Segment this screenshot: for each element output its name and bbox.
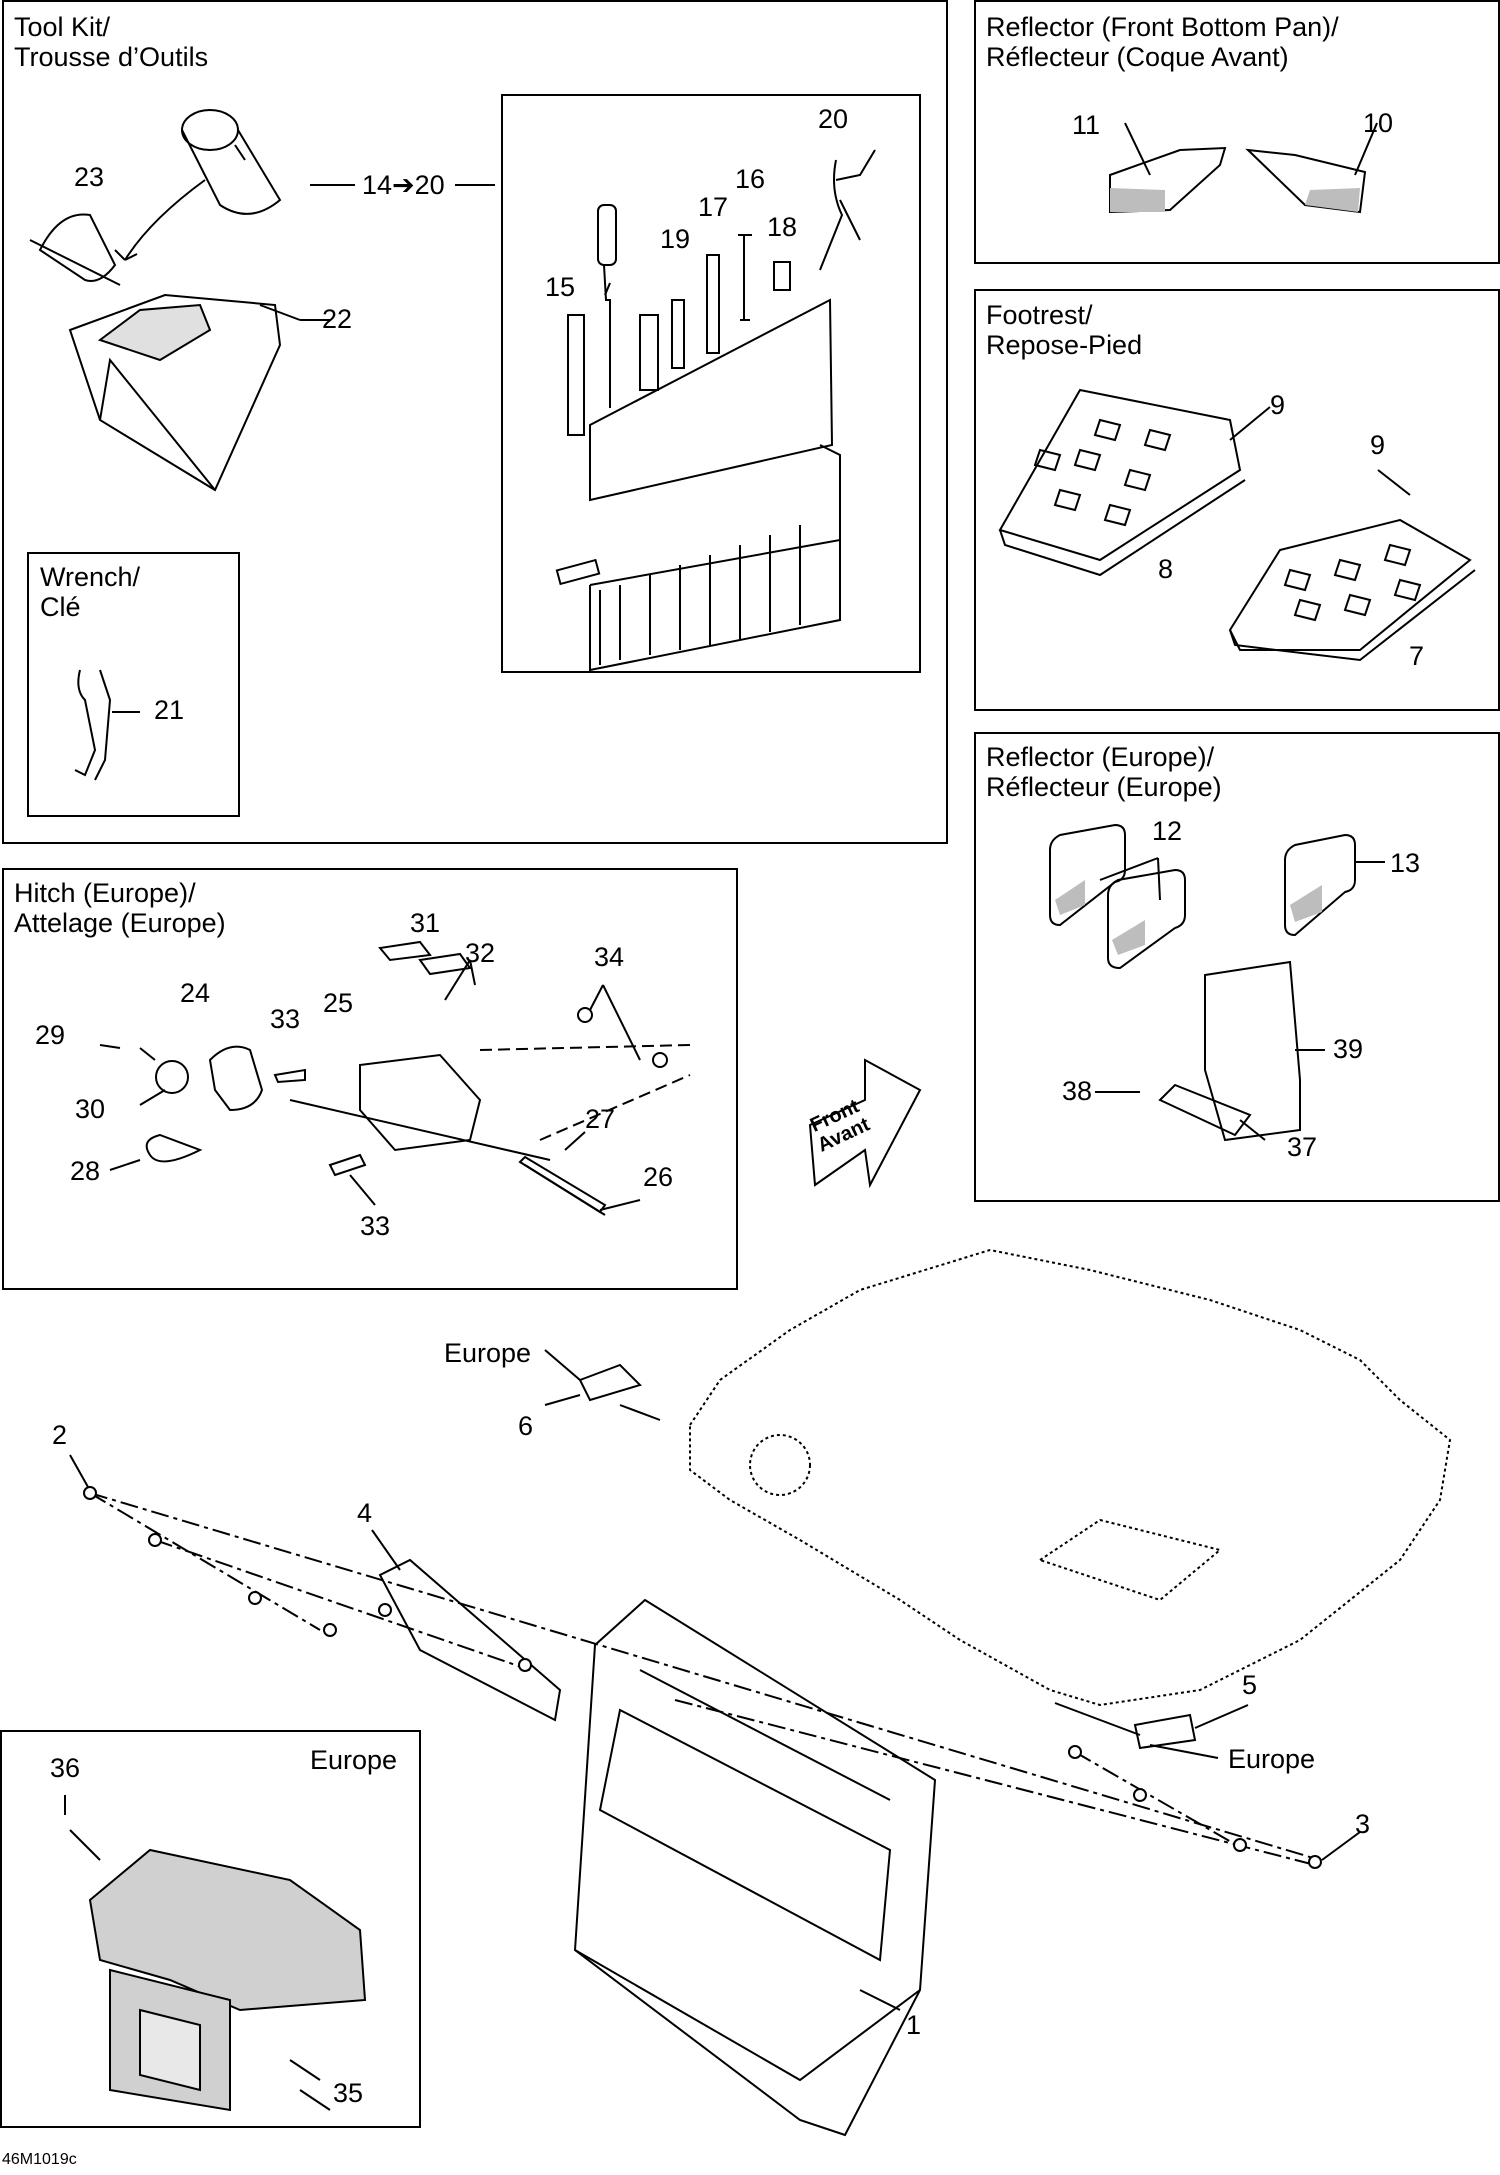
- callout-14-20: 14➔20: [362, 170, 445, 200]
- callout-21: 21: [154, 695, 185, 725]
- title-line-en: Footrest/: [986, 300, 1093, 330]
- callout-3: 3: [1355, 1809, 1371, 1839]
- reflector-front-title: Reflector (Front Bottom Pan)/Réflecteur …: [986, 12, 1339, 72]
- callout-22: 22: [322, 304, 353, 334]
- callout-30: 30: [75, 1094, 106, 1124]
- title-line-fr: Clé: [40, 592, 81, 622]
- title-line-en: Wrench/: [40, 562, 141, 592]
- callout-8: 8: [1158, 554, 1174, 584]
- callout-16: 16: [735, 164, 766, 194]
- callout-39: 39: [1333, 1034, 1364, 1064]
- callout-33a: 33: [270, 1004, 301, 1034]
- callout-15: 15: [545, 272, 576, 302]
- callout-32: 32: [465, 938, 496, 968]
- title-line-fr: Réflecteur (Coque Avant): [986, 42, 1289, 72]
- europe-tag-5-drawing: [1133, 1713, 1197, 1750]
- rivets: [83, 1486, 1322, 1869]
- callout-7: 7: [1409, 641, 1425, 671]
- reflector-10-drawing: [1245, 148, 1367, 214]
- callout-19: 19: [660, 224, 691, 254]
- callout-33b: 33: [360, 1211, 391, 1241]
- callout-12: 12: [1152, 816, 1183, 846]
- title-line-en: Tool Kit/: [14, 12, 111, 42]
- wrench-drawing: [74, 669, 112, 781]
- callout-37: 37: [1287, 1132, 1318, 1162]
- callout-4: 4: [357, 1498, 373, 1528]
- title-line-fr: Réflecteur (Europe): [986, 772, 1222, 802]
- callout-11: 11: [1072, 110, 1101, 140]
- europe-inset-drawing: [88, 1848, 367, 2112]
- plate-39-drawing: [1204, 960, 1301, 1142]
- reflector-europe-box: [974, 732, 1500, 1202]
- rivet-lines: [89, 1492, 1321, 1866]
- callout-9b: 9: [1370, 430, 1386, 460]
- front-arrow-drawing: [808, 1058, 922, 1189]
- callout-35: 35: [333, 2078, 364, 2108]
- reflector-12a-drawing: [1049, 823, 1126, 927]
- callout-9a: 9: [1270, 390, 1286, 420]
- callout-34: 34: [594, 942, 625, 972]
- wrench-title: Wrench/Clé: [40, 562, 140, 622]
- wrench-box: [27, 552, 240, 817]
- europe-label-6: Europe: [444, 1338, 532, 1368]
- tools-drawing: [567, 149, 876, 436]
- callout-17: 17: [698, 192, 729, 222]
- europe-label-5: Europe: [1228, 1744, 1316, 1774]
- title-line-en: Reflector (Europe)/: [986, 742, 1215, 772]
- tool-kit-title: Tool Kit/Trousse d’Outils: [14, 12, 208, 72]
- footrest-title: Footrest/Repose-Pied: [986, 300, 1142, 360]
- callout-13: 13: [1390, 848, 1421, 878]
- callout-10: 10: [1363, 108, 1394, 138]
- hitch-title: Hitch (Europe)/Attelage (Europe): [14, 878, 226, 938]
- toolbox-drawing: [68, 293, 301, 492]
- callout-18: 18: [767, 212, 798, 242]
- footrest-7-drawing: [1228, 518, 1476, 662]
- callout-25: 25: [323, 988, 354, 1018]
- europe-tag-6-drawing: [578, 1363, 642, 1402]
- reflector-front-box: [974, 0, 1500, 264]
- callout-24: 24: [180, 978, 211, 1008]
- callout-6: 6: [518, 1411, 534, 1441]
- callout-36: 36: [50, 1753, 81, 1783]
- callout-5: 5: [1242, 1670, 1258, 1700]
- footrest-8-drawing: [998, 388, 1246, 577]
- callout-26: 26: [643, 1162, 674, 1192]
- bottom-pan-drawing: [689, 1248, 1452, 1707]
- title-line-en: Reflector (Front Bottom Pan)/: [986, 12, 1339, 42]
- callout-23: 23: [74, 162, 105, 192]
- hitch-drawing: [145, 940, 691, 1216]
- callout-2: 2: [52, 1420, 68, 1450]
- reflector-37-drawing: [1158, 1083, 1252, 1137]
- hitch-box: [2, 868, 738, 1290]
- callout-31: 31: [410, 908, 441, 938]
- reflector-europe-title: Reflector (Europe)/Réflecteur (Europe): [986, 742, 1222, 802]
- title-line-fr: Repose-Pied: [986, 330, 1143, 360]
- callout-28: 28: [70, 1156, 101, 1186]
- tool-holder-drawing: [555, 298, 841, 672]
- leader-lines: [64, 122, 1411, 2111]
- figure-reference: 46M1019c: [2, 2151, 77, 2168]
- tool-kit-box: [2, 0, 948, 844]
- title-line-fr: Attelage (Europe): [14, 908, 226, 938]
- callout-38: 38: [1062, 1076, 1093, 1106]
- footrest-box: [974, 289, 1500, 711]
- callout-29: 29: [35, 1020, 66, 1050]
- europe-inset-box: [0, 1730, 421, 2128]
- callout-27: 27: [585, 1104, 616, 1134]
- snowflap-drawing: [573, 1598, 937, 2137]
- title-line-en: Hitch (Europe)/: [14, 878, 196, 908]
- reflector-12b-drawing: [1107, 868, 1186, 970]
- tool-roll-drawing: [114, 109, 282, 261]
- europe-inset-title: Europe: [310, 1745, 398, 1775]
- title-line-fr: Trousse d’Outils: [14, 42, 209, 72]
- deflector-4-drawing: [378, 1558, 562, 1722]
- strap-drawing: [29, 213, 121, 286]
- callout-20: 20: [818, 104, 849, 134]
- callout-1: 1: [906, 2010, 922, 2040]
